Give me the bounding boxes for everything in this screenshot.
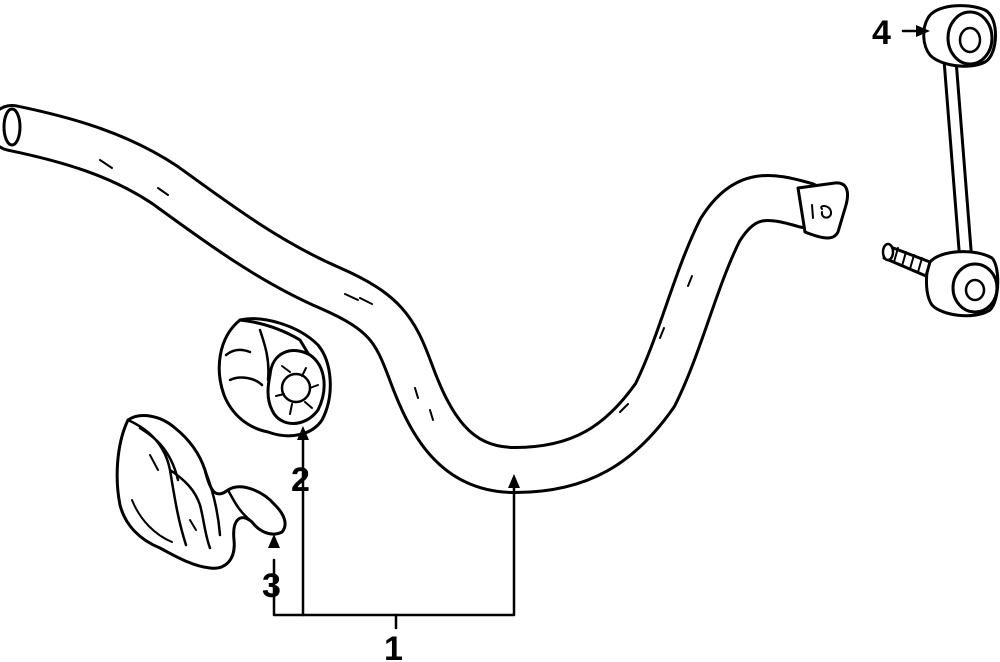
callout-4: 4 xyxy=(872,14,891,52)
arrowhead-part-4 xyxy=(916,25,930,37)
arrowhead-part-2 xyxy=(297,426,309,440)
callout-2: 2 xyxy=(291,461,310,499)
arrowhead-part-3 xyxy=(268,534,280,548)
arrowhead-part-1 xyxy=(508,474,520,488)
stabilizer-link xyxy=(881,4,1000,318)
callout-3: 3 xyxy=(262,567,281,605)
leader-arrowheads xyxy=(268,25,930,548)
bushing-bracket xyxy=(115,414,287,570)
stabilizer-bar xyxy=(0,104,850,494)
stabilizer-bushing xyxy=(217,317,332,438)
callout-1: 1 xyxy=(384,630,403,662)
